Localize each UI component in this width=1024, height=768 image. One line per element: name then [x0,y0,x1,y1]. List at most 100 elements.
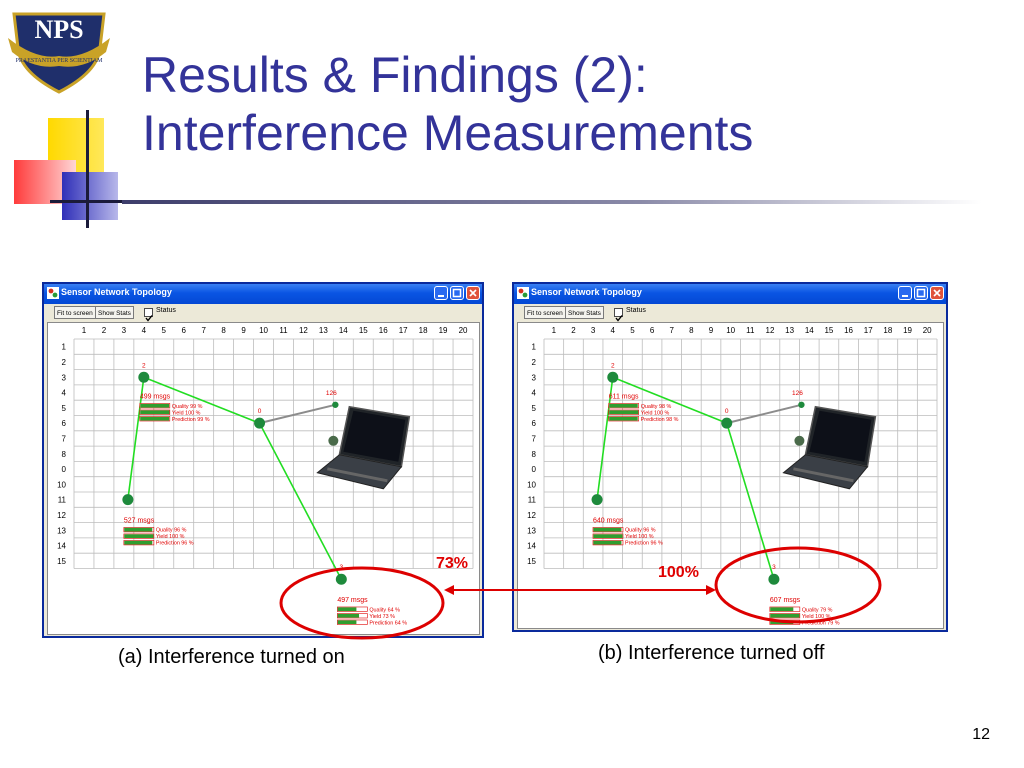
sensor-node[interactable] [591,494,603,506]
slide-title: Results & Findings (2): Interference Mea… [142,46,1002,162]
row-label: 3 [62,373,67,382]
sensor-node[interactable] [607,371,619,383]
column-label: 12 [766,326,775,335]
sensor-node[interactable] [768,573,780,585]
status-checkbox[interactable] [614,308,623,322]
row-label: 14 [57,542,66,551]
caption-b: (b) Interference turned off [598,642,825,664]
sensor-node[interactable] [254,417,266,429]
prediction-label: Prediction 79 % [802,620,840,626]
window-title: Sensor Network Topology [61,287,172,297]
column-label: 1 [82,326,87,335]
row-label: 15 [57,557,66,566]
decorative-squares [14,110,140,228]
node-id-label: 0 [725,408,729,415]
minimize-icon[interactable] [898,286,912,300]
sensor-node[interactable] [335,573,347,585]
row-label: 14 [527,542,536,551]
quality-label: Quality 98 % [641,404,672,410]
column-label: 3 [122,326,127,335]
column-label: 18 [883,326,892,335]
row-label: 1 [62,343,67,352]
maximize-icon[interactable] [450,286,464,300]
column-label: 9 [709,326,714,335]
slide-number: 12 [972,726,990,743]
yield-label: Yield 100 % [625,534,654,540]
prediction-bar-fill [593,540,622,545]
column-label: 4 [611,326,616,335]
prediction-bar-fill [609,416,638,421]
node-id-label: 0 [258,408,262,415]
close-icon[interactable] [466,286,480,300]
column-label: 5 [162,326,167,335]
show-stats-button[interactable]: Show Stats [565,306,604,319]
prediction-label: Prediction 99 % [172,417,210,423]
row-label: 7 [532,434,537,443]
quality-label: Quality 79 % [802,607,833,613]
column-label: 11 [746,326,755,335]
yield-bar-fill [770,613,800,618]
window-titlebar[interactable]: Sensor Network Topology [514,284,946,304]
row-label: 6 [532,419,537,428]
column-label: 7 [669,326,674,335]
yield-label: Yield 100 % [641,410,670,416]
sensor-node[interactable] [138,371,150,383]
yield-bar-fill [609,410,639,415]
row-label: 2 [62,358,67,367]
sensor-node[interactable] [332,401,339,408]
title-divider [122,200,982,204]
column-label: 6 [650,326,655,335]
prediction-bar-fill [124,540,153,545]
network-link [725,422,775,580]
laptop-link [259,403,336,425]
column-label: 16 [844,326,853,335]
fit-to-screen-button[interactable]: Fit to screen [54,306,96,319]
message-count: 607 msgs [770,597,801,604]
column-label: 4 [142,326,147,335]
message-count: 611 msgs [609,393,639,400]
topology-window-interference-off: Sensor Network Topology Fit to screen Sh… [512,282,948,632]
column-label: 3 [591,326,596,335]
minimize-icon[interactable] [434,286,448,300]
show-stats-button[interactable]: Show Stats [95,306,134,319]
fit-to-screen-button[interactable]: Fit to screen [524,306,566,319]
status-checkbox[interactable] [144,308,153,322]
message-count: 640 msgs [593,517,624,524]
column-label: 10 [259,326,268,335]
sensor-node[interactable] [122,494,134,506]
column-label: 13 [785,326,794,335]
maximize-icon[interactable] [914,286,928,300]
sensor-node[interactable] [721,417,733,429]
column-label: 14 [339,326,348,335]
column-label: 6 [181,326,186,335]
column-label: 17 [864,326,873,335]
column-label: 2 [102,326,107,335]
quality-label: Quality 64 % [369,607,400,613]
quality-bar-fill [609,403,638,408]
close-icon[interactable] [930,286,944,300]
row-label: 13 [527,526,536,535]
laptop-icon[interactable] [316,405,411,490]
column-label: 7 [201,326,206,335]
network-link [143,376,260,424]
sensor-node[interactable] [798,401,805,408]
laptop-icon[interactable] [782,405,877,490]
network-link [596,377,614,500]
yield-bar-fill [140,410,170,415]
column-label: 16 [379,326,388,335]
quality-bar-fill [337,607,357,612]
column-label: 5 [630,326,635,335]
row-label: 0 [532,465,537,474]
laptop-link [726,403,802,425]
yield-callout-interference-off: 100% [658,564,699,581]
column-label: 15 [824,326,833,335]
window-titlebar[interactable]: Sensor Network Topology [44,284,482,304]
node-id-label: 3 [772,564,776,571]
